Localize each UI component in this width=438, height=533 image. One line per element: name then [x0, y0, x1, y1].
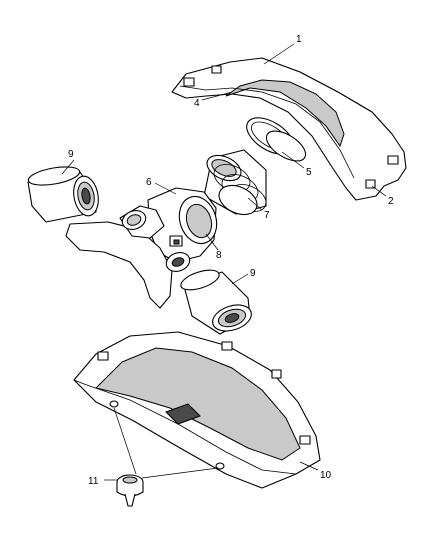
callout-labels: 1 2 4 5 6 7 8 9 9 10 11	[68, 34, 394, 487]
clamp-ring	[246, 117, 307, 162]
elbow-inlet-duct	[65, 205, 191, 309]
intake-duct-adapter	[147, 187, 218, 263]
callout-4: 4	[194, 98, 200, 109]
callout-2: 2	[388, 196, 394, 207]
callout-9-upper: 9	[68, 149, 74, 160]
callout-6: 6	[146, 177, 152, 188]
callout-11: 11	[88, 476, 99, 487]
leader-lines	[61, 43, 387, 481]
drain-cap	[116, 474, 144, 507]
bellows-coupler	[203, 149, 267, 216]
callout-8: 8	[216, 250, 222, 261]
upper-housing-cover	[171, 57, 407, 201]
callout-7: 7	[264, 210, 270, 221]
callout-1: 1	[296, 34, 302, 45]
callout-10: 10	[320, 470, 332, 481]
callout-9-lower: 9	[250, 268, 256, 279]
callout-5: 5	[306, 167, 312, 178]
air-filter-element-lower	[180, 269, 252, 335]
lower-housing-tray	[73, 331, 321, 489]
air-filter-element-upper	[27, 166, 99, 223]
